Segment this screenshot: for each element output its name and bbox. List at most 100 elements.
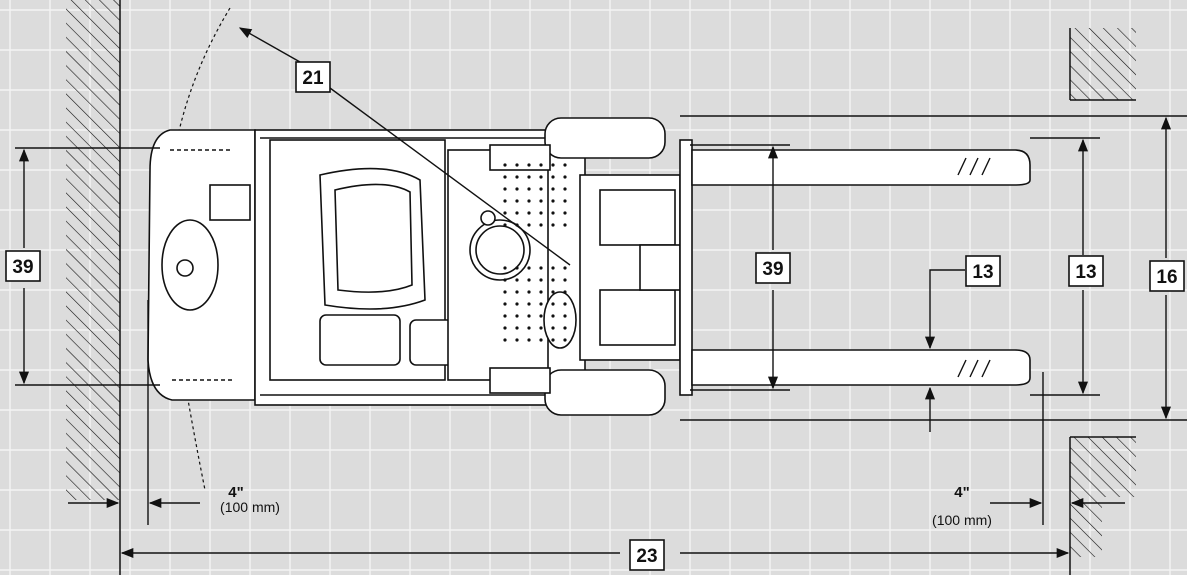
forks: [691, 149, 1031, 386]
dimension-lines: [15, 27, 1187, 559]
floor-plate-dot: [515, 278, 519, 282]
floor-plate-dot: [563, 223, 567, 227]
floor-plate-dot: [527, 199, 531, 203]
floor-plate-dot: [527, 338, 531, 342]
callout-overall-width: 16: [1149, 260, 1185, 292]
left-clearance-inches: 4": [228, 484, 243, 501]
floor-plate-dot: [551, 326, 555, 330]
floor-plate-dot: [503, 199, 507, 203]
floor-plate-dot: [563, 338, 567, 342]
callout-fork-clearance: 13: [965, 255, 1001, 287]
floor-plate-dot: [539, 187, 543, 191]
top-right-obstacle: [1069, 28, 1136, 101]
floor-plate-dot: [563, 326, 567, 330]
floor-plate-dot: [551, 199, 555, 203]
svg-text:13: 13: [1075, 262, 1096, 283]
floor-plate-dot: [503, 211, 507, 215]
floor-plate-dot: [539, 211, 543, 215]
floor-plate-dot: [551, 290, 555, 294]
floor-plate-dot: [515, 211, 519, 215]
floor-plate-dot: [503, 223, 507, 227]
floor-plate-dot: [527, 266, 531, 270]
floor-plate-dot: [551, 163, 555, 167]
floor-plate-dot: [551, 338, 555, 342]
svg-text:23: 23: [636, 546, 657, 567]
floor-plate-dot: [539, 326, 543, 330]
floor-plate-dot: [527, 302, 531, 306]
forklift-top-view: [147, 117, 693, 416]
floor-plate-dot: [515, 187, 519, 191]
floor-plate-dot: [563, 290, 567, 294]
floor-plate-dot: [527, 314, 531, 318]
floor-plate-dot: [551, 211, 555, 215]
floor-plate-dot: [551, 278, 555, 282]
floor-plate-dot: [539, 302, 543, 306]
floor-plate-dot: [551, 175, 555, 179]
svg-text:39: 39: [762, 259, 783, 280]
callout-fork-spread: 39: [755, 252, 791, 284]
bottom-right-obstacle: [1069, 436, 1136, 575]
floor-plate-dot: [503, 326, 507, 330]
floor-plate-dot: [503, 187, 507, 191]
floor-plate-dot: [563, 199, 567, 203]
floor-plate-dot: [563, 175, 567, 179]
floor-plate-dot: [551, 187, 555, 191]
floor-plate-dot: [527, 175, 531, 179]
floor-plate-dot: [527, 278, 531, 282]
svg-text:13: 13: [972, 262, 993, 283]
floor-plate-dot: [563, 187, 567, 191]
left-clearance-note: 4" (100 mm): [220, 484, 280, 515]
floor-plate-dot: [503, 290, 507, 294]
floor-plate-dot: [515, 290, 519, 294]
floor-plate-dot: [527, 290, 531, 294]
floor-plate-dot: [515, 326, 519, 330]
floor-plate-dot: [539, 163, 543, 167]
svg-text:16: 16: [1156, 267, 1177, 288]
right-clearance-mm: (100 mm): [932, 512, 992, 528]
right-clearance-note: 4" (100 mm): [932, 484, 992, 528]
floor-plate-dot: [503, 266, 507, 270]
floor-plate-dot: [527, 187, 531, 191]
callout-width-left: 39: [5, 250, 41, 282]
floor-plate-pattern: [503, 163, 567, 342]
floor-plate-dot: [503, 163, 507, 167]
floor-plate-dot: [515, 338, 519, 342]
callout-turn-radius: 21: [295, 61, 331, 93]
floor-plate-dot: [527, 163, 531, 167]
floor-plate-dot: [539, 223, 543, 227]
floor-plate-dot: [515, 175, 519, 179]
svg-text:21: 21: [302, 68, 324, 89]
callout-fork-outer: 13: [1068, 255, 1104, 287]
left-wall: [66, 0, 121, 575]
floor-plate-dot: [539, 266, 543, 270]
floor-plate-dot: [551, 314, 555, 318]
floor-plate-dot: [527, 211, 531, 215]
floor-plate-dot: [539, 338, 543, 342]
floor-plate-dot: [515, 163, 519, 167]
floor-plate-dot: [503, 175, 507, 179]
floor-plate-dot: [563, 211, 567, 215]
floor-plate-dot: [539, 290, 543, 294]
svg-text:39: 39: [12, 257, 33, 278]
right-clearance-inches: 4": [954, 484, 969, 501]
floor-plate-dot: [503, 278, 507, 282]
callout-length-total: 23: [629, 539, 665, 571]
floor-plate-dot: [539, 278, 543, 282]
left-clearance-mm: (100 mm): [220, 499, 280, 515]
floor-plate-dot: [551, 266, 555, 270]
floor-plate-dot: [527, 326, 531, 330]
floor-plate-dot: [563, 302, 567, 306]
floor-plate-dot: [539, 199, 543, 203]
floor-plate-dot: [503, 314, 507, 318]
floor-plate-dot: [563, 163, 567, 167]
floor-plate-dot: [563, 278, 567, 282]
floor-plate-dot: [551, 223, 555, 227]
floor-plate-dot: [503, 338, 507, 342]
floor-plate-dot: [515, 314, 519, 318]
floor-plate-dot: [515, 199, 519, 203]
floor-plate-dot: [515, 302, 519, 306]
floor-plate-dot: [563, 314, 567, 318]
floor-plate-dot: [539, 175, 543, 179]
